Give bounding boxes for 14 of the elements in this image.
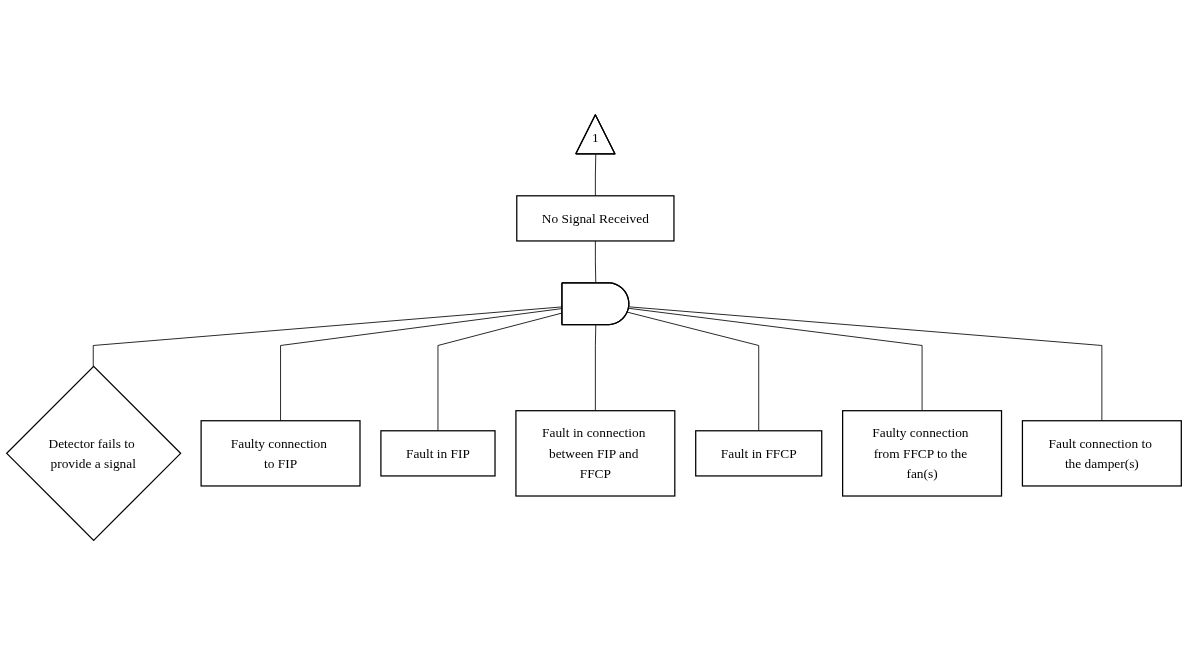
- connector: [594, 154, 597, 197]
- node-diamond: Detector fails to provide a signal: [5, 366, 182, 542]
- connector: [594, 325, 597, 412]
- node-box: Fault in connection between FIP and FFCP: [515, 410, 676, 498]
- node-box: Fault in FFCP: [695, 430, 823, 478]
- node-box: Fault connection to the damper(s): [1021, 420, 1182, 488]
- node-box: Faulty connection from FFCP to the fan(s): [842, 410, 1003, 498]
- connector: [628, 308, 923, 412]
- connector: [627, 312, 760, 432]
- connector: [628, 306, 1103, 422]
- node-box: Fault in FIP: [380, 430, 496, 478]
- node-box: No Signal Received: [516, 195, 675, 243]
- connector: [594, 241, 597, 285]
- node-box: Faulty connection to FIP: [200, 420, 361, 488]
